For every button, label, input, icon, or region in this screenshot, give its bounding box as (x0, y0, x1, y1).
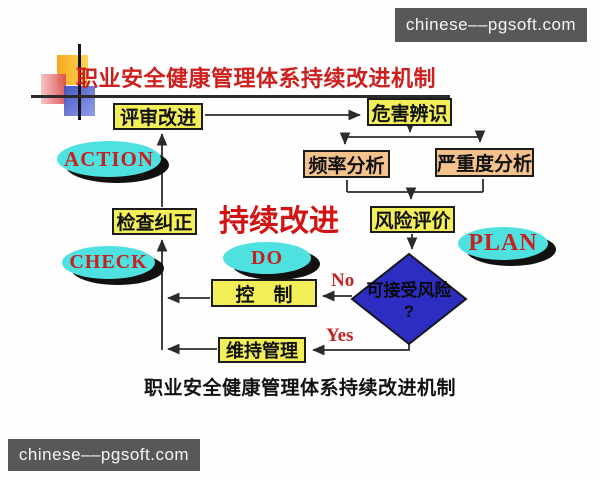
pdca-action-label: ACTION (63, 146, 154, 171)
decoration-vertical-line (78, 44, 81, 120)
title-underline (31, 95, 450, 98)
node-severity-analysis: 严重度分析 (435, 148, 534, 177)
edge-label-yes: Yes (326, 325, 354, 346)
watermark-top: chinese––pgsoft.com (395, 8, 587, 42)
edge-label-no: No (331, 270, 355, 291)
node-risk-evaluation-label: 风险评价 (374, 211, 451, 232)
watermark-bottom: chinese––pgsoft.com (8, 439, 200, 471)
pdca-do-ellipse: DO (223, 242, 311, 274)
node-control: 控 制 (211, 279, 317, 307)
pdca-check-ellipse: CHECK (62, 246, 155, 279)
node-maintain-management: 维持管理 (218, 337, 306, 363)
node-check-correct-label: 检查纠正 (116, 213, 193, 234)
node-check-correct: 检查纠正 (112, 208, 197, 235)
node-severity-analysis-label: 严重度分析 (437, 154, 533, 175)
node-review-improve-label: 评审改进 (119, 108, 196, 129)
node-control-label: 控 制 (235, 284, 293, 306)
node-review-improve: 评审改进 (113, 103, 203, 130)
decision-line2: ? (403, 302, 415, 322)
pdca-check-label: CHECK (69, 251, 148, 273)
node-risk-evaluation: 风险评价 (370, 206, 455, 233)
watermark-bottom-text: chinese––pgsoft.com (18, 445, 190, 464)
pdca-do-label: DO (251, 246, 283, 269)
pdca-plan-label: PLAN (468, 230, 538, 256)
node-hazard-identification: 危害辨识 (367, 98, 452, 126)
decision-line1: 可接受风险 (366, 281, 452, 300)
continuous-improvement-label: 持续改进 (219, 205, 339, 238)
node-maintain-management-label: 维持管理 (226, 341, 298, 361)
node-frequency-analysis-label: 频率分析 (308, 155, 385, 177)
watermark-top-text: chinese––pgsoft.com (405, 15, 577, 34)
node-hazard-identification-label: 危害辨识 (371, 103, 448, 125)
node-frequency-analysis: 频率分析 (303, 150, 390, 178)
pdca-action-ellipse: ACTION (57, 141, 161, 177)
page-title: 职业安全健康管理体系持续改进机制 (76, 66, 437, 91)
pdca-plan-ellipse: PLAN (458, 227, 548, 260)
decoration-pink-square (41, 74, 66, 104)
decision-diamond-text: 可接受风险 ? (352, 280, 466, 323)
figure-caption: 职业安全健康管理体系持续改进机制 (143, 378, 456, 399)
